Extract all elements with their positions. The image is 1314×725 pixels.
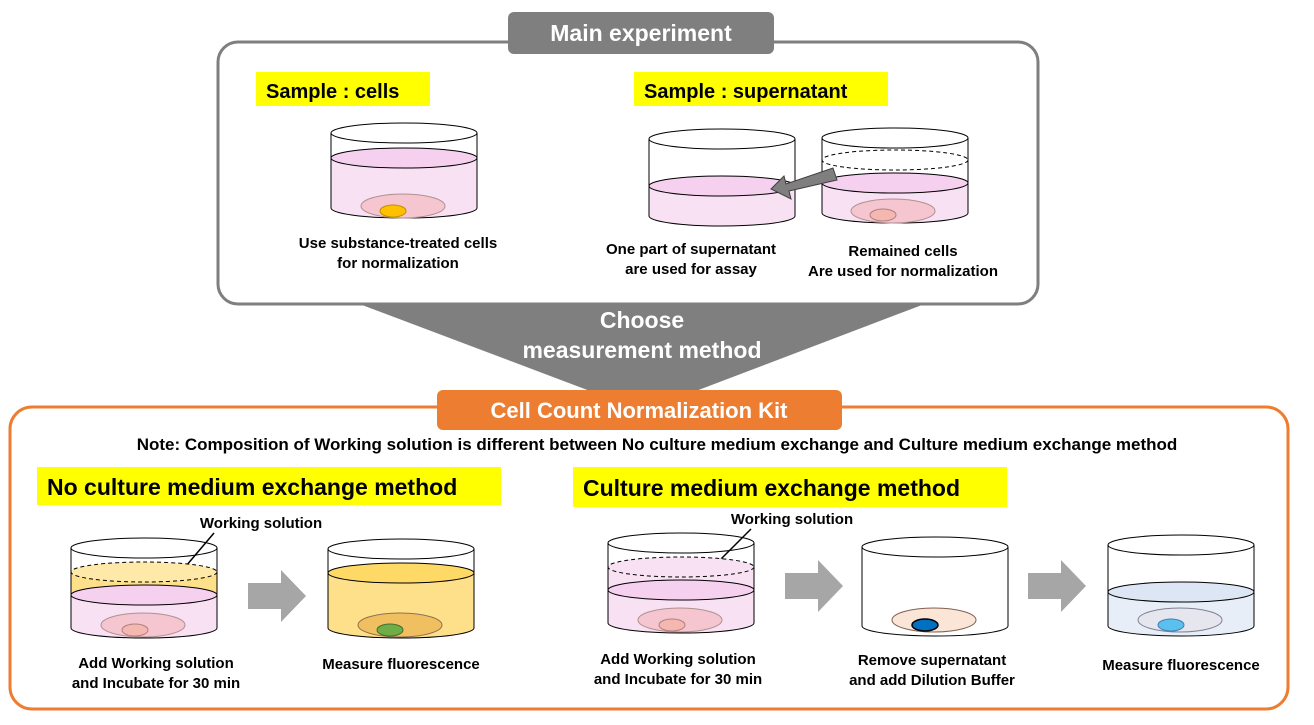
main-experiment-panel: Main experiment Sample : cells Use subst… <box>216 12 1040 394</box>
no-exchange-working-solution-label: Working solution <box>200 515 322 532</box>
choose-line2: measurement method <box>522 337 761 363</box>
no-exchange-pointer-line <box>185 532 215 567</box>
choose-funnel-shape <box>362 305 922 394</box>
cell-nucleus <box>1157 618 1185 632</box>
choose-line1: Choose <box>600 307 684 333</box>
exchange-step1-line2: and Incubate for 30 min <box>594 671 762 688</box>
cell-nucleus <box>376 623 404 637</box>
exchange-step1-line1: Add Working solution <box>600 651 756 668</box>
no-exchange-label: No culture medium exchange method <box>47 474 457 500</box>
no-exchange-arrow-icon <box>248 570 306 622</box>
exchange-label: Culture medium exchange method <box>583 475 960 501</box>
kit-panel: Cell Count Normalization Kit Note: Compo… <box>8 390 1290 711</box>
exchange-working-solution-label: Working solution <box>731 511 853 528</box>
cell-nucleus <box>658 618 686 632</box>
remained-caption-line2: Are used for normalization <box>808 263 998 280</box>
exchange-step2-line2: and add Dilution Buffer <box>849 672 1015 689</box>
no-exchange-step2: Measure fluorescence <box>322 656 480 673</box>
dish-no-exchange-incubate <box>70 537 218 639</box>
remained-caption-line1: Remained cells <box>848 243 957 260</box>
dish-exchange-dilution <box>861 536 1009 637</box>
dish-supernatant <box>648 128 796 227</box>
sample-cells-label: Sample : cells <box>266 81 399 103</box>
kit-note: Note: Composition of Working solution is… <box>137 435 1178 454</box>
cells-caption-line2: for normalization <box>337 255 459 272</box>
no-exchange-step1-line1: Add Working solution <box>78 655 234 672</box>
cell-nucleus <box>121 623 149 637</box>
cells-caption-line1: Use substance-treated cells <box>299 235 497 252</box>
exchange-label-bg <box>573 467 1007 507</box>
sample-cells-label-bg <box>256 72 430 106</box>
cell-nucleus <box>379 204 407 218</box>
sample-supernatant-label: Sample : supernatant <box>644 81 848 103</box>
exchange-arrow-2-icon <box>1028 560 1086 612</box>
no-exchange-label-bg <box>37 467 501 505</box>
supernatant-caption-line1: One part of supernatant <box>606 241 776 258</box>
transfer-arrow-icon <box>770 167 838 200</box>
dish-cells <box>330 122 478 219</box>
kit-title: Cell Count Normalization Kit <box>491 398 789 423</box>
dish-exchange-measure <box>1107 534 1255 637</box>
no-exchange-step1-line2: and Incubate for 30 min <box>72 675 240 692</box>
supernatant-caption-line2: are used for assay <box>625 261 757 278</box>
dish-exchange-incubate <box>607 532 755 634</box>
kit-header <box>437 390 842 430</box>
sample-supernatant-label-bg <box>634 72 888 106</box>
dish-remained-cells <box>821 127 969 224</box>
exchange-step3: Measure fluorescence <box>1102 657 1260 674</box>
exchange-pointer-line <box>717 528 752 563</box>
cell-nucleus <box>911 618 939 632</box>
cell-nucleus <box>869 208 897 222</box>
exchange-arrow-1-icon <box>785 560 843 612</box>
dish-no-exchange-measure <box>327 538 475 639</box>
main-experiment-header <box>508 12 774 54</box>
main-experiment-title: Main experiment <box>550 20 732 46</box>
exchange-step2-line1: Remove supernatant <box>858 652 1006 669</box>
